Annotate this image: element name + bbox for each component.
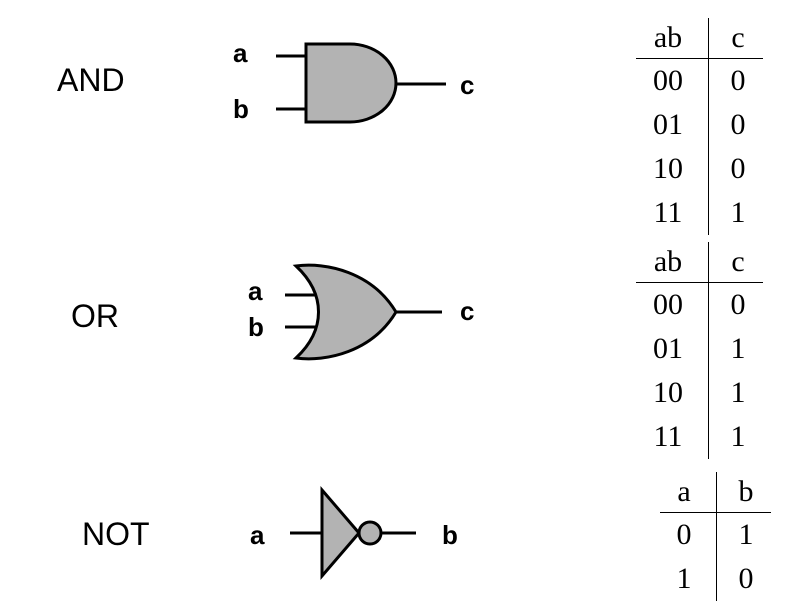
or-row-inputs: 10: [636, 371, 709, 415]
and-row-inputs: 00: [636, 58, 709, 103]
or-input-a-label: a: [248, 276, 263, 306]
or-table-header-output: c: [731, 245, 745, 278]
not-input-a-label: a: [250, 520, 265, 550]
and-row-output: 1: [730, 196, 746, 229]
table-row: 01 0: [636, 103, 763, 147]
and-input-a-label: a: [233, 38, 248, 68]
not-table-header-output: b: [738, 475, 754, 508]
not-gate-label: NOT: [82, 516, 150, 552]
and-output-c-label: c: [460, 70, 475, 100]
and-table-header-inputs: ab: [636, 18, 709, 59]
not-row-input: 0: [660, 512, 717, 557]
or-row-output: 1: [730, 376, 746, 409]
or-row-inputs: 11: [636, 415, 709, 459]
table-row: 01 1: [636, 327, 763, 371]
or-row-output: 1: [730, 420, 746, 453]
not-row-input: 1: [660, 557, 717, 601]
or-row-output: 0: [730, 288, 746, 321]
or-gate-label: OR: [71, 298, 119, 334]
and-row-output: 0: [730, 64, 746, 97]
and-table-header-output: c: [731, 21, 745, 54]
or-table-header-inputs: ab: [636, 242, 709, 283]
and-row-output: 0: [730, 108, 746, 141]
not-row-output: 0: [738, 562, 754, 595]
not-row-output: 1: [738, 518, 754, 551]
or-input-b-label: b: [248, 312, 264, 342]
table-row: 10 1: [636, 371, 763, 415]
or-output-c-label: c: [460, 296, 475, 326]
or-row-inputs: 01: [636, 327, 709, 371]
and-row-inputs: 01: [636, 103, 709, 147]
or-row-output: 1: [730, 332, 746, 365]
and-input-b-label: b: [233, 94, 249, 124]
or-row-inputs: 00: [636, 282, 709, 327]
not-output-b-label: b: [442, 520, 458, 550]
and-row-inputs: 11: [636, 191, 709, 235]
and-gate-label: AND: [57, 62, 125, 98]
not-table-header-input: a: [660, 472, 717, 513]
table-row: 10 0: [636, 147, 763, 191]
and-row-output: 0: [730, 152, 746, 185]
and-row-inputs: 10: [636, 147, 709, 191]
